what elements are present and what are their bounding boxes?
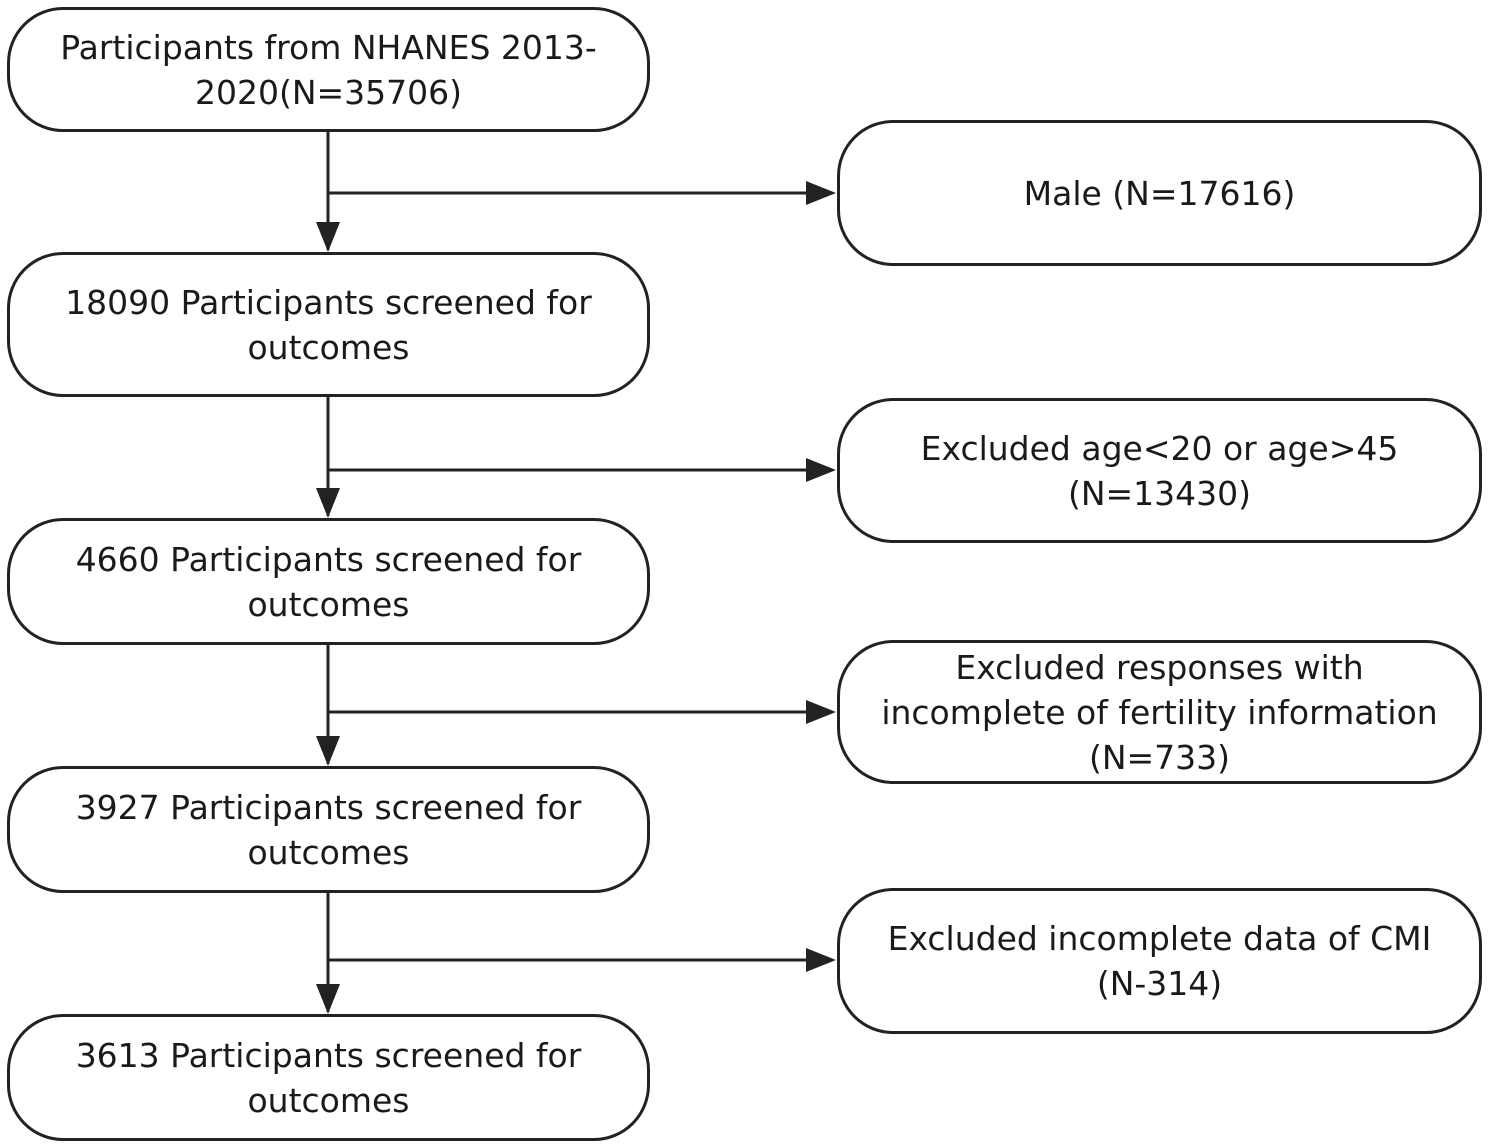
main-box-4-line-2: outcomes <box>247 832 410 872</box>
main-box-3-line-2: outcomes <box>247 584 410 624</box>
exclusion-arrowhead-1 <box>806 181 836 205</box>
exclusion-box-2-line-2: (N=13430) <box>1067 473 1252 513</box>
exclusion-box-4-line-1: Excluded incomplete data of CMI <box>887 919 1432 958</box>
exclusion-box-1-line-1: Male (N=17616) <box>1023 173 1296 213</box>
exclusion-box-4-line-2: (N-314) <box>1096 964 1223 1003</box>
main-box-4-line-1: 3927 Participants screened for <box>75 787 582 827</box>
exclusion-box-2: Excluded age<20 or age>45 (N=13430) <box>837 398 1482 543</box>
exclusion-arrowhead-4 <box>806 948 836 972</box>
main-box-3-line-1: 4660 Participants screened for <box>75 539 582 579</box>
flow-arrowhead-3 <box>316 736 340 766</box>
exclusion-box-3-line-1: Excluded responses with <box>955 647 1364 687</box>
exclusion-box-3-line-2: incomplete of fertility information <box>881 692 1438 732</box>
exclusion-arrowhead-3 <box>806 700 836 724</box>
exclusion-box-3-line-3: (N=733) <box>1088 737 1231 777</box>
flow-arrowhead-4 <box>316 984 340 1014</box>
flow-arrowhead-1 <box>316 222 340 252</box>
exclusion-box-3: Excluded responses with incomplete of fe… <box>837 640 1482 784</box>
main-box-4: 3927 Participants screened for outcomes <box>7 766 650 893</box>
main-box-3: 4660 Participants screened for outcomes <box>7 518 650 645</box>
main-box-2: 18090 Participants screened for outcomes <box>7 252 650 397</box>
exclusion-box-2-line-1: Excluded age<20 or age>45 <box>920 428 1399 468</box>
main-box-5-line-2: outcomes <box>247 1080 410 1120</box>
main-box-2-line-1: 18090 Participants screened for <box>65 282 592 322</box>
main-box-5-line-1: 3613 Participants screened for <box>75 1035 582 1075</box>
main-box-5: 3613 Participants screened for outcomes <box>7 1014 650 1141</box>
main-box-1: Participants from NHANES 2013- 2020(N=35… <box>7 7 650 132</box>
flow-arrowhead-2 <box>316 488 340 518</box>
exclusion-box-4: Excluded incomplete data of CMI (N-314) <box>837 888 1482 1034</box>
main-box-1-line-1: Participants from NHANES 2013- <box>60 27 597 67</box>
main-box-2-line-2: outcomes <box>247 327 410 367</box>
exclusion-box-1: Male (N=17616) <box>837 120 1482 266</box>
main-box-1-line-2: 2020(N=35706) <box>194 72 463 112</box>
exclusion-arrowhead-2 <box>806 458 836 482</box>
